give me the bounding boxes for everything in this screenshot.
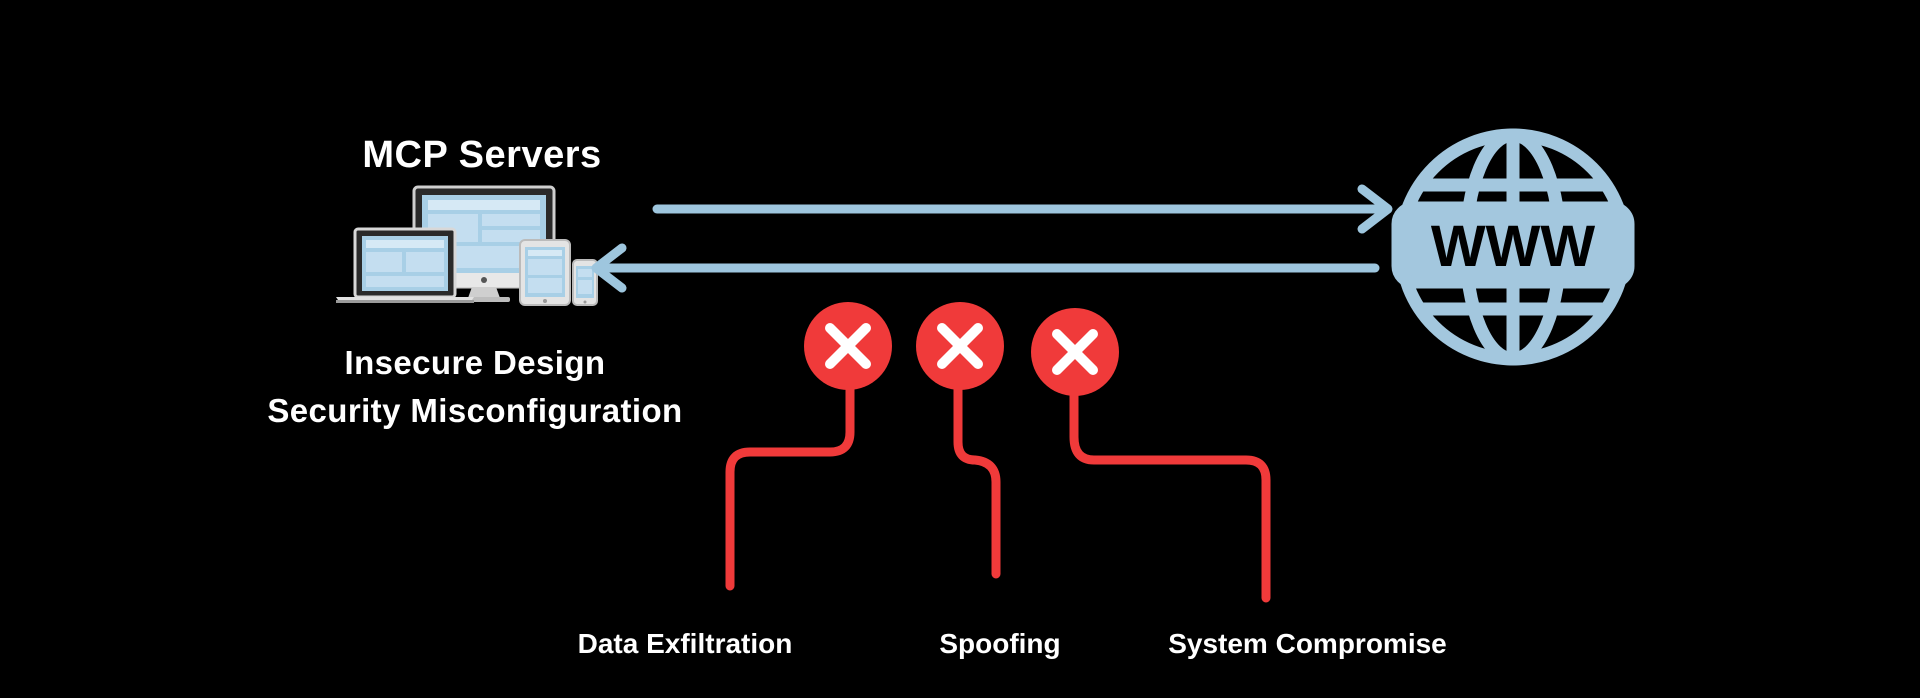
connector-data-exfiltration bbox=[725, 380, 855, 591]
tablet-icon bbox=[519, 239, 571, 306]
globe-www-text: WWW bbox=[1431, 214, 1595, 279]
www-globe-icon: WWW bbox=[1391, 128, 1635, 366]
impact-label-system-compromise: System Compromise bbox=[1168, 628, 1447, 659]
impact-label-data-exfiltration: Data Exfiltration bbox=[577, 628, 793, 659]
red-x-icon bbox=[916, 302, 1004, 390]
connector-spoofing bbox=[953, 380, 1001, 579]
vulnerability-label: Security Misconfiguration bbox=[267, 392, 683, 429]
impact-connectors bbox=[725, 380, 1271, 603]
request-arrow bbox=[652, 184, 1393, 234]
response-arrow bbox=[591, 243, 1380, 293]
server-title: MCP Servers bbox=[362, 134, 602, 176]
impact-label-spoofing: Spoofing bbox=[939, 628, 1061, 659]
red-x-icon bbox=[1031, 308, 1119, 396]
vulnerability-label: Insecure Design bbox=[344, 344, 606, 381]
connector-system-compromise bbox=[1069, 385, 1271, 603]
red-x-icon bbox=[804, 302, 892, 390]
phone-icon bbox=[572, 259, 598, 306]
laptop-icon bbox=[336, 227, 474, 303]
multi-device-icon bbox=[336, 185, 598, 306]
